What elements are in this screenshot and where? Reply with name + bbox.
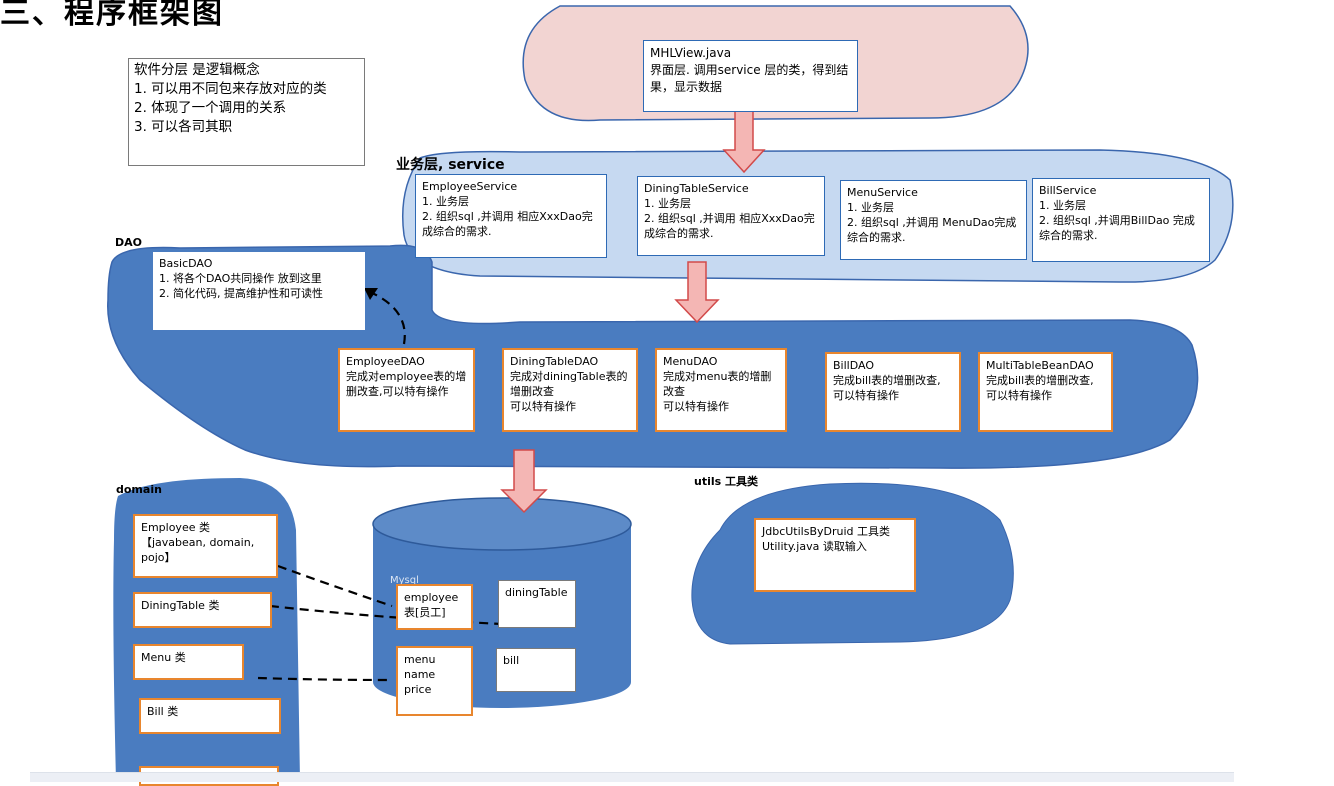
bill-class-box: Bill 类 xyxy=(139,698,281,734)
menu-service-box: MenuService 1. 业务层 2. 组织sql ,并调用 MenuDao… xyxy=(840,180,1027,260)
bill-dao-box: BillDAO 完成bill表的增删改查, 可以特有操作 xyxy=(825,352,961,432)
basicdao-arrowhead xyxy=(364,288,378,300)
arrows xyxy=(500,110,766,514)
mysql-label: Mysql xyxy=(390,575,419,586)
link-employee-table xyxy=(277,564,393,608)
bill-service-box: BillService 1. 业务层 2. 组织sql ,并调用BillDao … xyxy=(1032,178,1210,262)
employee-table-box: employee 表[员工] xyxy=(396,584,473,630)
arrow-dao-to-mysql xyxy=(500,449,548,514)
service-layer-label: 业务层, service xyxy=(396,157,505,173)
employee-dao-box: EmployeeDAO 完成对employee表的增删改查,可以特有操作 xyxy=(338,348,475,432)
arrow-view-to-service xyxy=(722,110,766,174)
domain-layer-label: domain xyxy=(116,483,162,496)
concept-note: 软件分层 是逻辑概念 1. 可以用不同包来存放对应的类 2. 体现了一个调用的关… xyxy=(128,58,365,166)
dao-layer-label: DAO xyxy=(115,236,142,249)
employee-class-box: Employee 类【javabean, domain, pojo】 xyxy=(133,514,278,578)
employee-service-box: EmployeeService 1. 业务层 2. 组织sql ,并调用 相应X… xyxy=(415,174,607,258)
menu-class-box: Menu 类 xyxy=(133,644,244,680)
diningtable-table-box: diningTable xyxy=(498,580,576,628)
basic-dao-box: BasicDAO 1. 将各个DAO共同操作 放到这里 2. 简化代码, 提高维… xyxy=(153,252,365,330)
menu-dao-box: MenuDAO 完成对menu表的增删改查 可以特有操作 xyxy=(655,348,787,432)
bottom-strip xyxy=(30,772,1234,782)
diningtable-service-box: DiningTableService 1. 业务层 2. 组织sql ,并调用 … xyxy=(637,176,825,256)
link-employeedao-basicdao xyxy=(369,290,406,345)
page-title: 三、程序框架图 xyxy=(0,0,224,31)
bill-table-box: bill xyxy=(496,648,576,692)
link-menu-table xyxy=(257,676,393,682)
diningtable-class-box: DiningTable 类 xyxy=(133,592,272,628)
diningtable-dao-box: DiningTableDAO 完成对diningTable表的增删改查 可以特有… xyxy=(502,348,638,432)
utils-layer-label: utils 工具类 xyxy=(694,475,759,488)
multitablebean-dao-box: MultiTableBeanDAO 完成bill表的增删改查, 可以特有操作 xyxy=(978,352,1113,432)
menu-table-box: menu name price xyxy=(396,646,473,716)
view-box: MHLView.java 界面层. 调用service 层的类，得到结果，显示数… xyxy=(643,40,858,112)
utils-box: JdbcUtilsByDruid 工具类 Utility.java 读取输入 xyxy=(754,518,916,592)
arrow-service-to-dao xyxy=(674,261,720,324)
